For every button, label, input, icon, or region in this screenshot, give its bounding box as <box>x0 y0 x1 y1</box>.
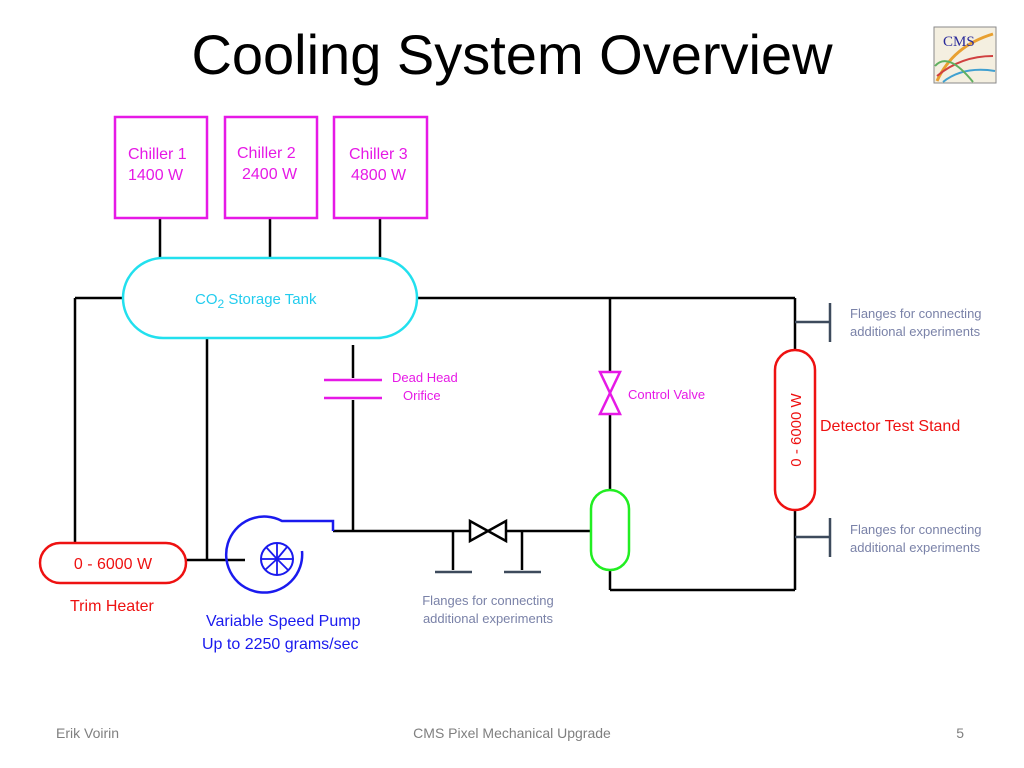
test-stand-label: Detector Test Stand <box>820 418 960 435</box>
flanges-right-line2: additional experiments <box>850 540 981 555</box>
trim-heater: 0 - 6000 W Trim Heater <box>38 541 188 615</box>
chiller-3-name: Chiller 3 <box>349 146 408 163</box>
pump-label-line1: Variable Speed Pump <box>206 613 361 630</box>
flange-stubs <box>435 303 832 574</box>
detector-test-stand: 0 - 6000 W Detector Test Stand <box>773 348 960 512</box>
flanges-top-line1: Flanges for connecting <box>850 306 982 321</box>
slide-title: Cooling System Overview <box>191 23 833 86</box>
control-valve: Control Valve <box>598 370 705 416</box>
chiller-3: Chiller 3 4800 W <box>332 115 429 220</box>
test-stand-range: 0 - 6000 W <box>788 392 805 466</box>
flanges-right-line1: Flanges for connecting <box>850 522 982 537</box>
dead-head-line1: Dead Head <box>392 370 458 385</box>
chiller-1-name: Chiller 1 <box>128 146 187 163</box>
logo-text: CMS <box>943 34 975 50</box>
dead-head-orifice: Dead Head Orifice <box>324 370 458 403</box>
trim-heater-label: Trim Heater <box>70 598 155 615</box>
trim-heater-range: 0 - 6000 W <box>74 556 153 573</box>
flanges-bottom-line2: additional experiments <box>423 611 554 626</box>
inline-valve <box>468 518 508 544</box>
footer-page-number: 5 <box>956 725 964 741</box>
footer-author: Erik Voirin <box>56 725 120 741</box>
co2-storage-tank: CO2 Storage Tank <box>121 256 419 340</box>
chiller-3-power: 4800 W <box>351 167 407 184</box>
flanges-bottom-line1: Flanges for connecting <box>422 593 554 608</box>
green-heat-exchanger <box>589 488 631 572</box>
chiller-1: Chiller 1 1400 W <box>113 115 209 220</box>
chiller-1-power: 1400 W <box>128 167 184 184</box>
dead-head-line2: Orifice <box>403 388 441 403</box>
chiller-2-name: Chiller 2 <box>237 145 296 162</box>
flanges-top-line2: additional experiments <box>850 324 981 339</box>
chiller-2: Chiller 2 2400 W <box>223 115 319 220</box>
tank-label: CO2 Storage Tank <box>195 291 317 311</box>
control-valve-label: Control Valve <box>628 387 705 402</box>
pipes <box>73 218 797 592</box>
pump-label-line2: Up to 2250 grams/sec <box>202 636 359 653</box>
cms-logo: CMS <box>933 26 997 84</box>
footer-center: CMS Pixel Mechanical Upgrade <box>413 725 611 741</box>
variable-speed-pump <box>224 515 335 594</box>
chiller-2-power: 2400 W <box>242 166 298 183</box>
